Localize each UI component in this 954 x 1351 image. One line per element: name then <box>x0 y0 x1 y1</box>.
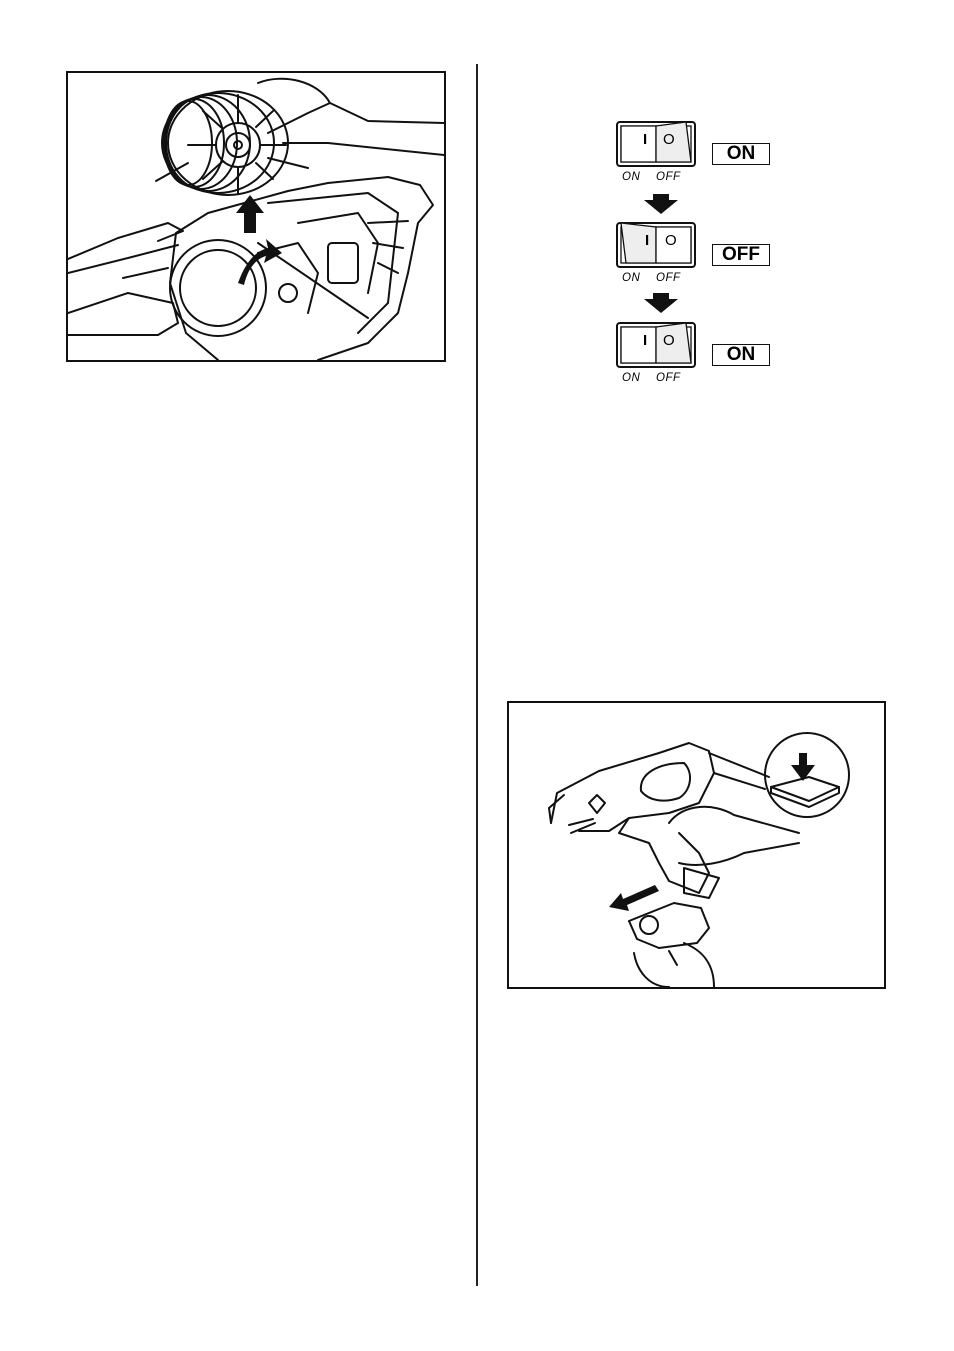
rocker-switch-icon <box>606 119 696 177</box>
wire-reel-removal-illustration <box>68 73 444 360</box>
down-arrow-icon <box>644 293 678 313</box>
off-label: OFF <box>656 372 681 384</box>
state-label-off: OFF <box>712 244 770 266</box>
rocker-switch-icon <box>606 220 696 278</box>
on-label: ON <box>622 171 640 183</box>
reel-removal-figure <box>66 71 446 362</box>
off-symbol: O <box>663 332 675 349</box>
battery-removal-figure <box>507 701 886 989</box>
rocker-switch-icon <box>606 320 696 378</box>
state-label-on: ON <box>712 344 770 366</box>
off-symbol: O <box>665 232 677 249</box>
battery-removal-illustration <box>509 703 884 987</box>
on-label: ON <box>622 372 640 384</box>
state-label-on: ON <box>712 143 770 165</box>
column-divider <box>476 64 478 1286</box>
off-symbol: O <box>663 131 675 148</box>
on-label: ON <box>622 272 640 284</box>
on-symbol: I <box>643 332 647 349</box>
down-arrow-icon <box>644 194 678 214</box>
on-symbol: I <box>645 232 649 249</box>
off-label: OFF <box>656 272 681 284</box>
off-label: OFF <box>656 171 681 183</box>
on-symbol: I <box>643 131 647 148</box>
